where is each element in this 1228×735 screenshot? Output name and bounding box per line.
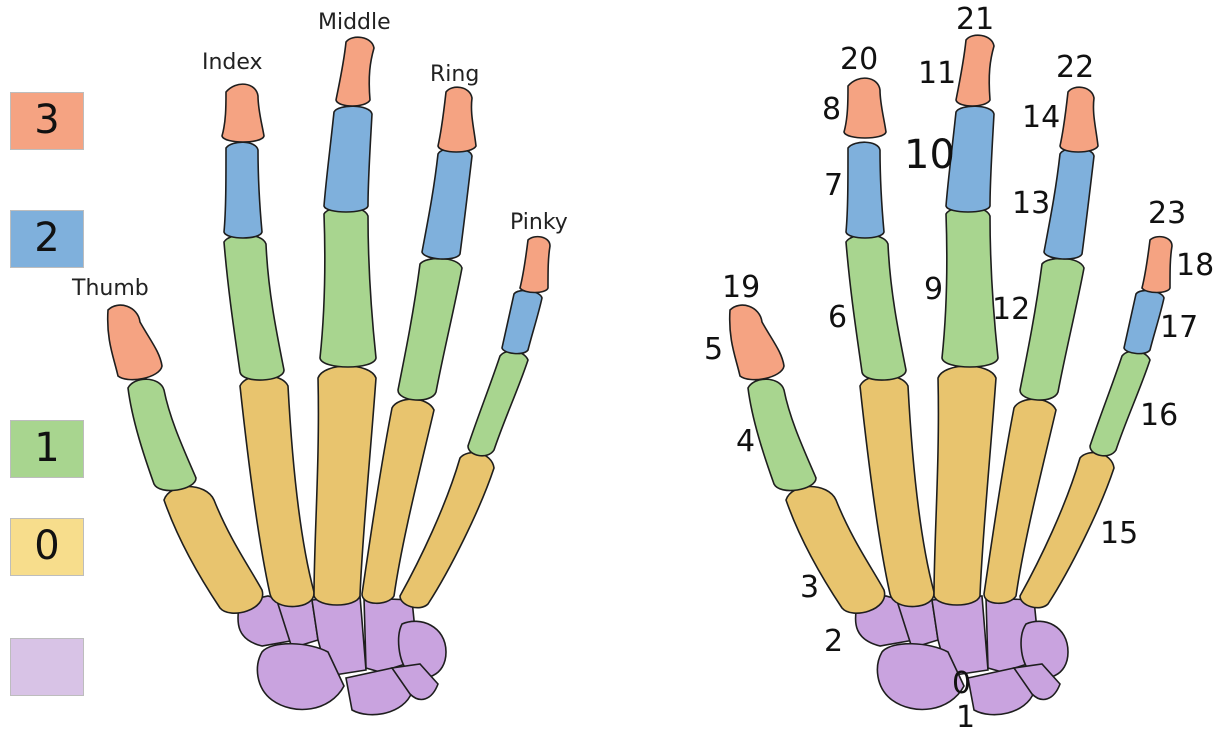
keypoint-label-9: 9 (924, 272, 943, 307)
keypoint-label-18: 18 (1176, 248, 1214, 283)
keypoint-label-4: 4 (736, 424, 755, 459)
keypoint-label-20: 20 (840, 42, 878, 77)
keypoint-label-12: 12 (992, 292, 1030, 327)
keypoint-label-2: 2 (824, 624, 843, 659)
keypoint-label-5: 5 (704, 332, 723, 367)
right-metacarpals (786, 366, 1114, 613)
keypoint-label-16: 16 (1140, 398, 1178, 433)
keypoint-label-10: 10 (904, 132, 955, 178)
keypoint-label-0: 0 (952, 666, 971, 701)
keypoint-label-13: 13 (1012, 186, 1050, 221)
keypoint-label-6: 6 (828, 300, 847, 335)
keypoint-label-14: 14 (1022, 100, 1060, 135)
keypoint-label-7: 7 (824, 168, 843, 203)
keypoint-label-8: 8 (822, 92, 841, 127)
keypoint-label-19: 19 (722, 270, 760, 305)
keypoint-label-17: 17 (1160, 310, 1198, 345)
keypoint-label-15: 15 (1100, 516, 1138, 551)
keypoint-label-23: 23 (1148, 196, 1186, 231)
keypoint-label-21: 21 (956, 2, 994, 37)
keypoint-label-11: 11 (918, 56, 956, 91)
keypoint-label-22: 22 (1056, 50, 1094, 85)
keypoint-label-1: 1 (956, 700, 975, 735)
keypoint-label-3: 3 (800, 570, 819, 605)
